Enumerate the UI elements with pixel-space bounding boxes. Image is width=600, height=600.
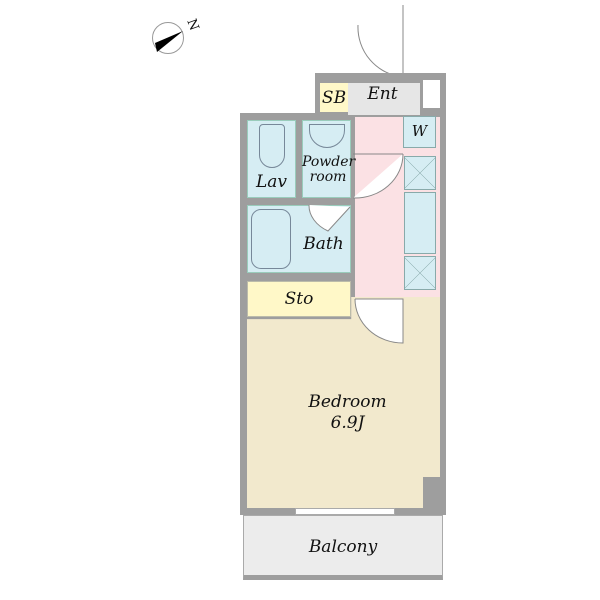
label-lav: Lav xyxy=(255,172,288,192)
compass-arrow-icon xyxy=(155,31,183,52)
label-balcony: Balcony xyxy=(308,537,378,557)
label-powder: Powder room xyxy=(302,154,356,186)
room-storage xyxy=(247,281,351,317)
bathtub-icon xyxy=(251,209,291,269)
label-sb: SB xyxy=(321,88,347,108)
powder-door[interactable] xyxy=(351,152,406,202)
label-bedroom-size: 6.9J xyxy=(330,413,365,433)
kitchen-sink-stove xyxy=(404,192,436,254)
compass xyxy=(152,22,184,54)
label-bath: Bath xyxy=(303,234,344,254)
toilet-icon xyxy=(259,124,285,168)
pillar xyxy=(423,477,440,508)
room-bedroom xyxy=(247,297,440,508)
kitchen-cabinet-top xyxy=(404,156,436,190)
shaft xyxy=(423,80,440,108)
balcony xyxy=(243,515,443,580)
bath-door[interactable] xyxy=(308,205,352,235)
kitchen-cabinet-bottom xyxy=(404,256,436,290)
label-sto: Sto xyxy=(284,289,314,309)
window[interactable] xyxy=(295,508,395,515)
label-bedroom: Bedroom xyxy=(308,392,387,412)
washer-space xyxy=(403,116,436,148)
bedroom-door[interactable] xyxy=(353,297,405,347)
label-ent: Ent xyxy=(367,84,398,104)
room-sb xyxy=(320,83,348,112)
room-entrance xyxy=(348,83,420,115)
label-w: W xyxy=(411,122,428,140)
compass-label: N xyxy=(183,17,202,33)
